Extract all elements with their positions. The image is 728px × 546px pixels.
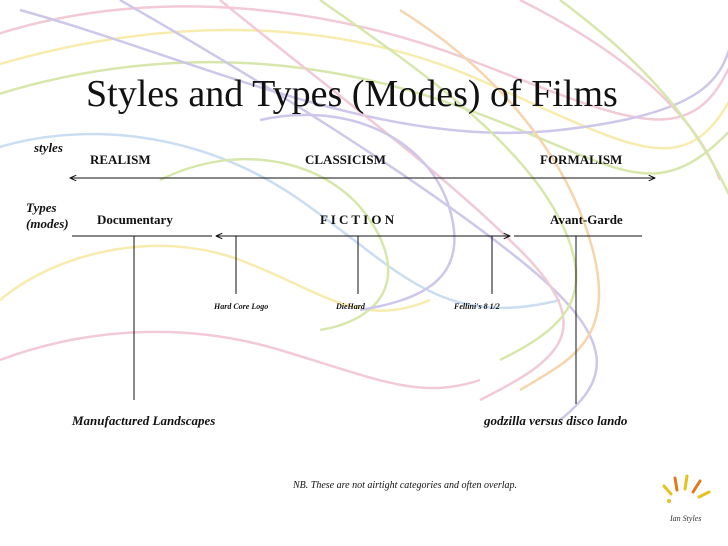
slide-title: Styles and Types (Modes) of Films xyxy=(86,73,618,115)
style-classicism: CLASSICISM xyxy=(305,152,386,167)
type-documentary: Documentary xyxy=(97,212,173,227)
sunburst-logo xyxy=(662,474,711,503)
style-formalism: FORMALISM xyxy=(540,152,623,167)
type-avant-garde: Avant-Garde xyxy=(550,212,623,227)
modes-label: (modes) xyxy=(26,216,69,231)
example-diehard: DieHard xyxy=(336,302,365,311)
type-fiction: F I C T I O N xyxy=(320,212,395,227)
logo-text: Ian Styles xyxy=(670,514,702,523)
styles-label: styles xyxy=(34,140,63,155)
types-label: Types xyxy=(26,200,57,215)
film-manufactured-landscapes: Manufactured Landscapes xyxy=(72,413,216,428)
example-fellini: Fellini's 8 1/2 xyxy=(454,302,500,311)
footnote: NB. These are not airtight categories an… xyxy=(293,480,518,491)
example-hard-core-logo: Hard Core Logo xyxy=(214,302,269,311)
film-godzilla-versus-disco-lando: godzilla versus disco lando xyxy=(484,413,628,428)
style-realism: REALISM xyxy=(90,152,151,167)
